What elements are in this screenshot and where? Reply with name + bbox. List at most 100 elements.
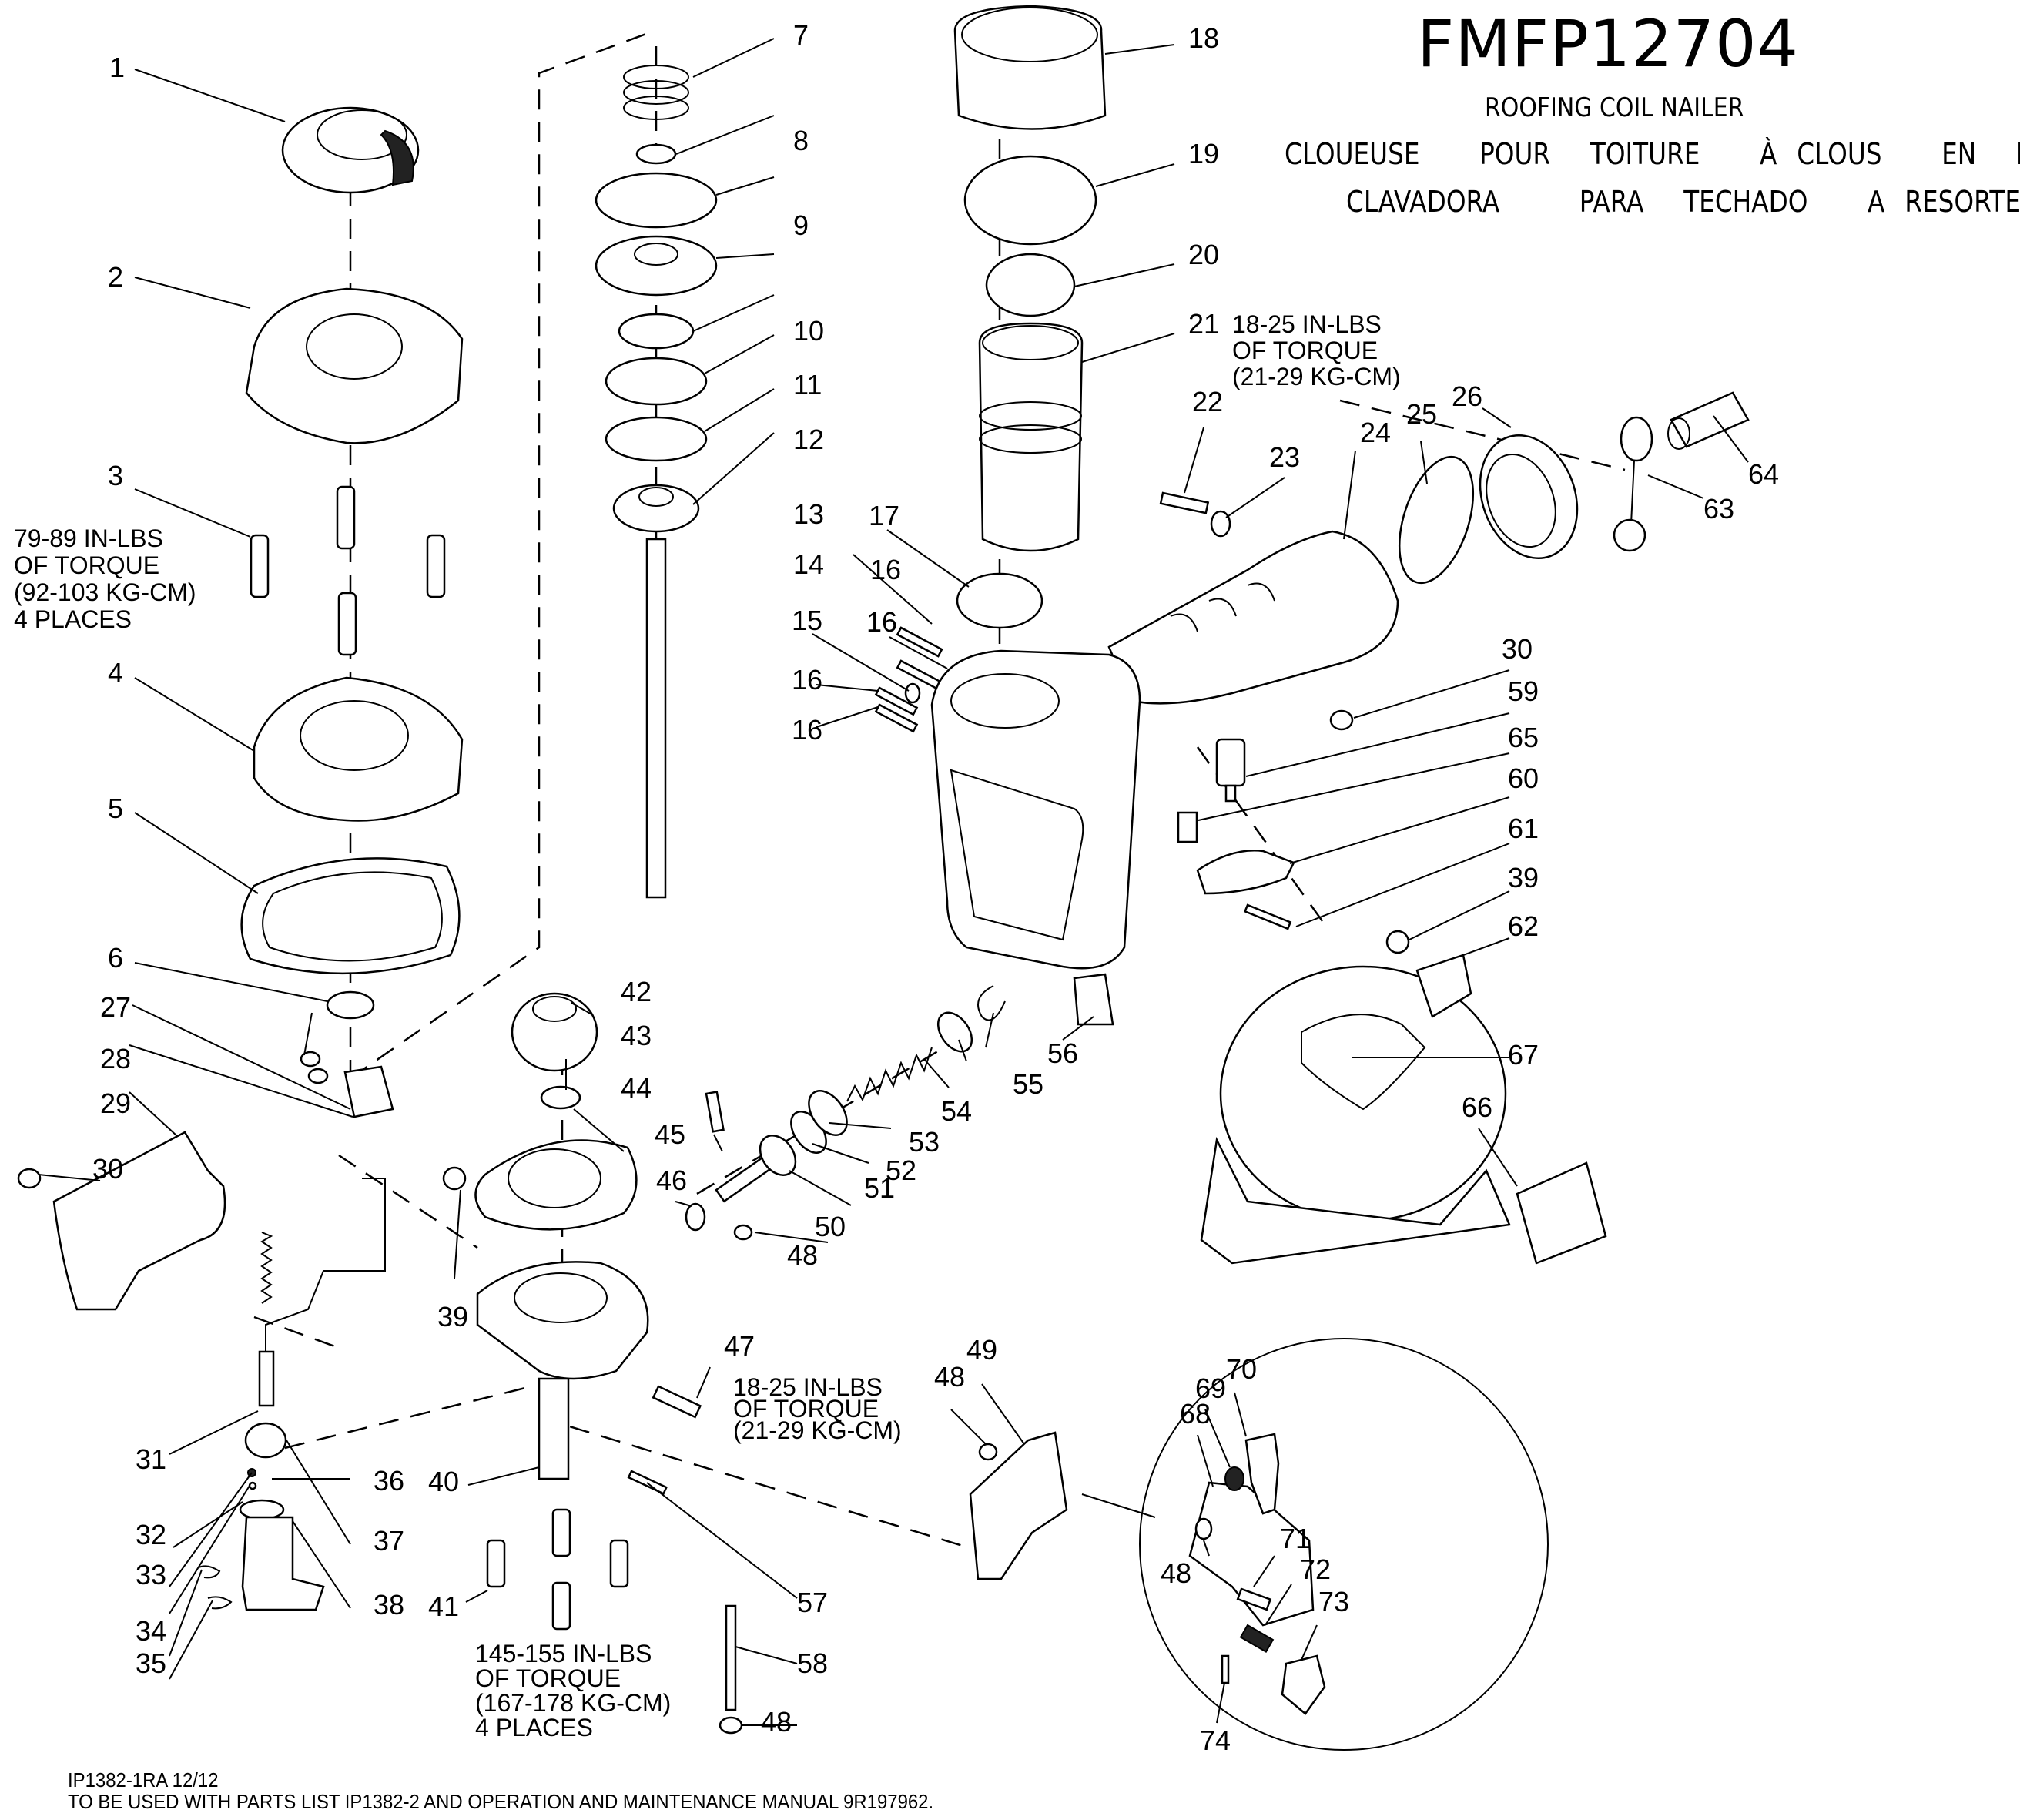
callout-32: 32 (136, 1519, 166, 1550)
part-55-retaining-ring (977, 985, 1006, 1021)
part-64-air-fitting (1667, 391, 1750, 450)
callout-4: 4 (108, 657, 123, 689)
torque-note-line: OF TORQUE (1232, 337, 1378, 364)
callout-labels: 1 2 3 4 5 6 7 8 9 10 11 12 13 14 15 16 1… (92, 19, 1779, 1756)
model-title: FMFP12704 (1417, 6, 1799, 82)
part-29-guard (52, 1131, 226, 1311)
callout-53: 53 (909, 1126, 940, 1158)
part-7-spring (623, 65, 689, 120)
callout-5: 5 (108, 793, 123, 824)
part-43-washer (540, 1085, 581, 1110)
callout-63: 63 (1703, 493, 1734, 525)
callout-17: 17 (869, 500, 899, 531)
part-37-adjuster-wheel (244, 1422, 287, 1459)
part-1-cap (281, 106, 420, 194)
part-9-oring (595, 172, 718, 229)
callout-16c: 16 (792, 664, 822, 695)
callout-14: 14 (793, 548, 824, 580)
callout-69: 69 (1195, 1373, 1226, 1404)
callout-41: 41 (428, 1590, 459, 1622)
callout-39a: 39 (437, 1301, 468, 1332)
part-54-cap (936, 1011, 973, 1053)
product-name-spanish: CLAVADORA PARA TECHADO A RESORTE (1346, 185, 2020, 219)
callout-48a: 48 (787, 1239, 818, 1271)
callout-60: 60 (1508, 763, 1539, 794)
part-62-67-canister (1200, 954, 1511, 1265)
callout-31: 31 (136, 1443, 166, 1475)
part-72-spring (1239, 1624, 1275, 1653)
callout-29: 29 (100, 1088, 131, 1119)
callout-28: 28 (100, 1043, 131, 1074)
torque-note-nose-screws: 145-155 IN-LBS OF TORQUE (167-178 KG-CM)… (475, 1640, 671, 1741)
part-38-contact-foot (239, 1499, 325, 1611)
part-4-cylinder-cap (253, 676, 464, 822)
part-13-oring (605, 416, 708, 462)
part-21-cylinder (978, 322, 1084, 552)
callout-16b: 16 (866, 606, 897, 638)
callout-40: 40 (428, 1466, 459, 1497)
torque-note-line: (167-178 KG-CM) (475, 1689, 671, 1717)
callout-35: 35 (136, 1647, 166, 1679)
callout-54: 54 (941, 1095, 972, 1127)
part-2-top-cover (245, 287, 464, 444)
callout-38: 38 (374, 1589, 404, 1621)
callout-30a: 30 (92, 1153, 123, 1185)
part-28-switch (343, 1065, 394, 1118)
document-reference-note: TO BE USED WITH PARTS LIST IP1382-2 AND … (68, 1790, 934, 1813)
part-3-cap-screws (250, 485, 446, 656)
callout-71: 71 (1280, 1523, 1311, 1554)
callout-46: 46 (656, 1165, 687, 1196)
callout-52: 52 (886, 1155, 916, 1186)
part-36-contact-arm (258, 1178, 386, 1407)
torque-note-cap-screws: 79-89 IN-LBS OF TORQUE (92-103 KG-CM) 4 … (14, 525, 196, 633)
part-6-disc (326, 990, 375, 1020)
part-12-oring (605, 357, 708, 406)
part-41-screws (486, 1508, 629, 1631)
callout-50: 50 (815, 1211, 846, 1242)
callout-27: 27 (100, 991, 131, 1023)
callout-48c: 48 (761, 1706, 792, 1738)
part-48-washer-d (1194, 1517, 1213, 1540)
callout-1: 1 (109, 52, 125, 83)
torque-note-line: OF TORQUE (14, 551, 159, 579)
detail-circle (1081, 1338, 1549, 1751)
part-27-springs (300, 1051, 329, 1084)
callout-56: 56 (1047, 1037, 1078, 1069)
part-44-gasket (474, 1139, 638, 1231)
part-70-latch (1244, 1433, 1280, 1515)
part-46-oring (685, 1202, 706, 1232)
document-id: IP1382-1RA 12/12 (68, 1768, 219, 1792)
callout-72: 72 (1300, 1554, 1331, 1585)
callout-58: 58 (797, 1647, 828, 1679)
leader-lines (38, 38, 1749, 1726)
part-49-latch-housing (969, 1431, 1068, 1580)
torque-note-line: (21-29 KG-CM) (1232, 363, 1401, 390)
callout-57: 57 (797, 1587, 828, 1618)
part-16-pins (874, 626, 943, 733)
part-nose-body (476, 1261, 649, 1480)
part-61-pin (1244, 903, 1292, 930)
callout-11: 11 (793, 369, 822, 401)
callout-59: 59 (1508, 675, 1539, 707)
callout-43: 43 (621, 1020, 652, 1051)
callout-21: 21 (1188, 308, 1219, 340)
part-47-screw (652, 1385, 702, 1419)
part-45-pin (705, 1091, 725, 1133)
part-65-label (1177, 811, 1198, 843)
part-48-washer-a (733, 1224, 753, 1241)
part-31-spring (260, 1232, 273, 1304)
part-15-washer (904, 682, 921, 704)
part-59-valve (1215, 738, 1246, 803)
callout-48d: 48 (1161, 1557, 1191, 1589)
callout-68: 68 (1180, 1398, 1211, 1430)
part-19-oring (963, 155, 1097, 246)
torque-note-line: (92-103 KG-CM) (14, 578, 196, 606)
part-73-release-lever (1281, 1654, 1326, 1715)
torque-note-line: 18-25 IN-LBS (1232, 310, 1382, 338)
torque-note-part-47: 18-25 IN-LBS OF TORQUE (21-29 KG-CM) (733, 1373, 902, 1444)
part-39-bushing-lower (442, 1166, 467, 1191)
part-60-trigger-lever (1196, 850, 1295, 895)
part-10-piston-valve (595, 235, 718, 297)
callout-19: 19 (1188, 138, 1219, 169)
